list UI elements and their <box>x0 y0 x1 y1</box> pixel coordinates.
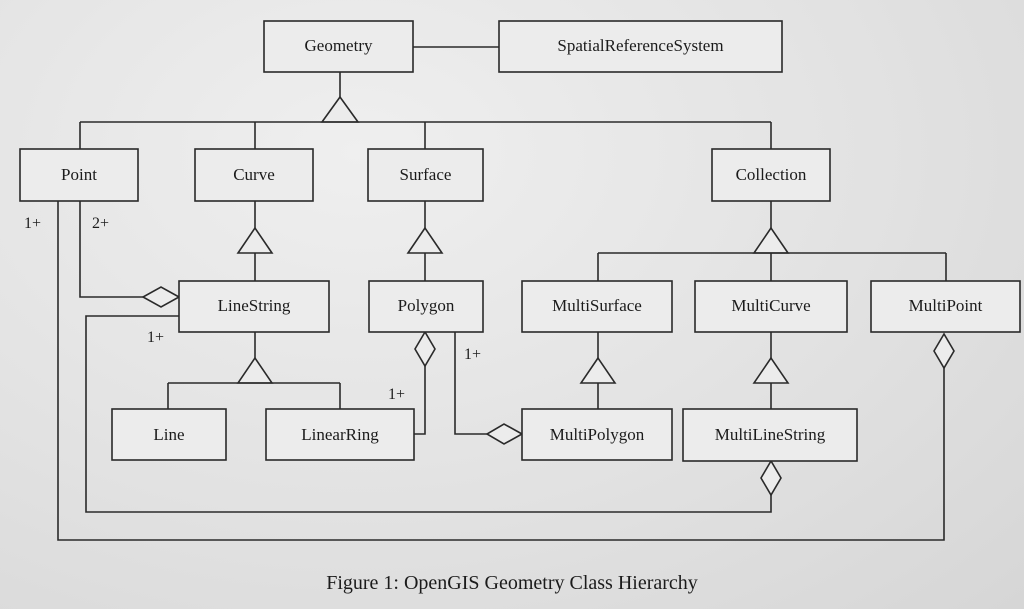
class-linestring: LineString <box>178 280 330 333</box>
multipolygon-aggregation-diamond <box>485 423 524 445</box>
class-spatial-reference-system: SpatialReferenceSystem <box>498 20 783 73</box>
point-multipoint-aggregation <box>57 201 945 541</box>
polygon-linearring-aggregation <box>414 366 426 435</box>
class-line: Line <box>111 408 227 461</box>
class-curve-label: Curve <box>233 165 275 184</box>
figure-caption: Figure 1: OpenGIS Geometry Class Hierarc… <box>326 572 698 594</box>
class-linearring-label: LinearRing <box>301 425 379 444</box>
class-srs-label: SpatialReferenceSystem <box>557 36 723 55</box>
curve-generalization-arrow <box>236 226 274 254</box>
class-geometry-label: Geometry <box>305 36 373 55</box>
multiplicity-linearring-above: 1+ <box>388 386 405 403</box>
class-collection-label: Collection <box>736 165 807 184</box>
class-polygon-label: Polygon <box>398 296 455 315</box>
multiplicity-point-left: 1+ <box>24 215 41 232</box>
multisurface-generalization-arrow <box>579 356 617 384</box>
multipoint-aggregation-diamond <box>933 332 955 370</box>
class-surface-label: Surface <box>400 165 452 184</box>
class-multilinestring-label: MultiLineString <box>715 425 826 444</box>
class-multicurve-label: MultiCurve <box>731 296 810 315</box>
polygon-aggregation-diamond <box>414 330 436 368</box>
class-polygon: Polygon <box>368 280 484 333</box>
class-collection: Collection <box>711 148 831 202</box>
class-multipoint-label: MultiPoint <box>909 296 983 315</box>
class-line-label: Line <box>153 425 184 444</box>
class-multipolygon-label: MultiPolygon <box>550 425 645 444</box>
class-multipolygon: MultiPolygon <box>521 408 673 461</box>
class-surface: Surface <box>367 148 484 202</box>
linestring-multilinestring-aggregation <box>85 315 772 513</box>
class-curve: Curve <box>194 148 314 202</box>
multilinestring-aggregation-diamond <box>760 459 782 497</box>
polygon-multipolygon-aggregation <box>454 332 487 435</box>
collection-generalization-arrow <box>752 226 790 254</box>
class-point-label: Point <box>61 165 97 184</box>
class-geometry: Geometry <box>263 20 414 73</box>
multicurve-generalization-arrow <box>752 356 790 384</box>
class-multipoint: MultiPoint <box>870 280 1021 333</box>
class-linestring-label: LineString <box>218 296 291 315</box>
linestring-generalization-arrow <box>236 356 274 384</box>
class-point: Point <box>19 148 139 202</box>
class-multilinestring: MultiLineString <box>682 408 858 462</box>
class-multisurface-label: MultiSurface <box>552 296 642 315</box>
class-multisurface: MultiSurface <box>521 280 673 333</box>
linestring-aggregation-diamond <box>141 286 181 308</box>
geometry-generalization-arrow <box>320 95 360 123</box>
multiplicity-linestring-below: 1+ <box>147 329 164 346</box>
class-linearring: LinearRing <box>265 408 415 461</box>
point-linestring-aggregation <box>79 201 143 298</box>
surface-generalization-arrow <box>406 226 444 254</box>
multiplicity-point-right: 2+ <box>92 215 109 232</box>
multiplicity-polygon-right: 1+ <box>464 346 481 363</box>
class-multicurve: MultiCurve <box>694 280 848 333</box>
